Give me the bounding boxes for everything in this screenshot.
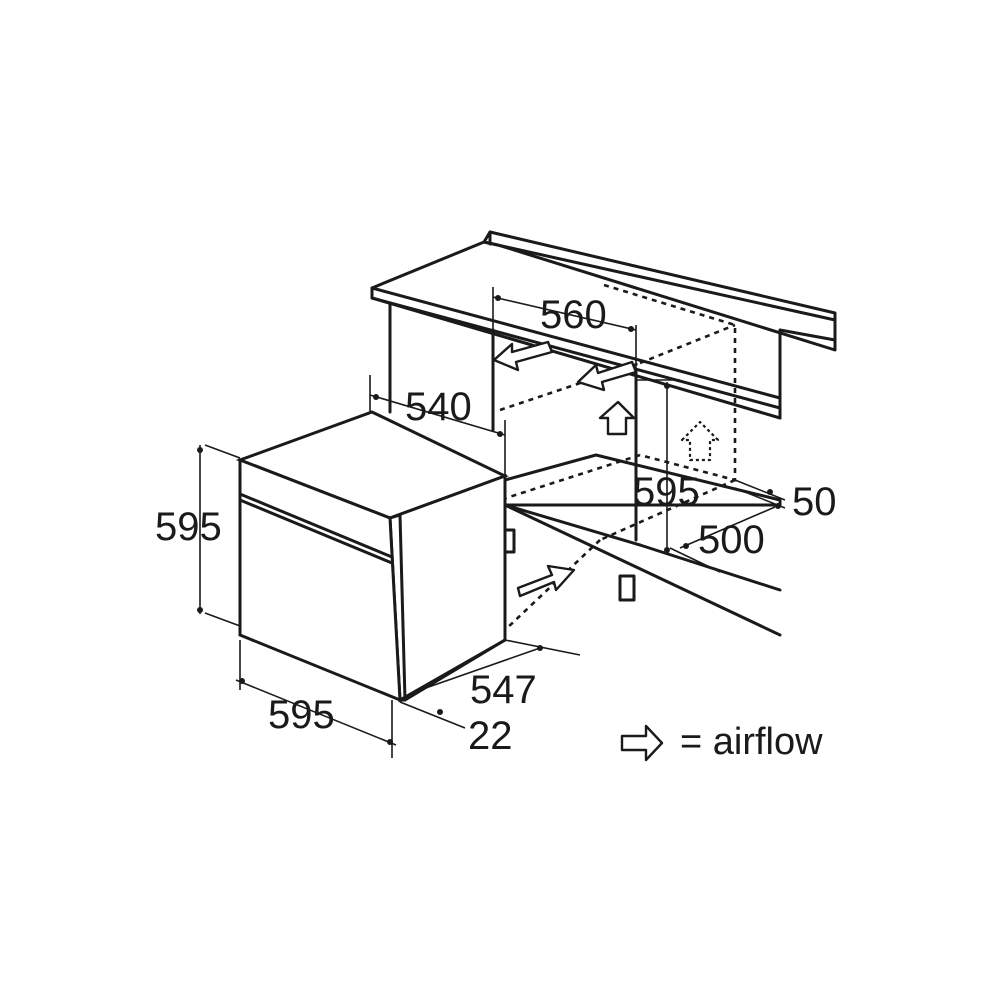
dim-oven-width-label: 595 [268, 693, 335, 737]
dim-cavity-height-label: 595 [633, 470, 700, 514]
dim-door-thickness-label: 22 [468, 714, 513, 758]
dim-gap-label: 50 [792, 480, 837, 524]
oven [235, 410, 509, 703]
airflow-arrows [492, 340, 720, 598]
countertop [370, 230, 837, 420]
dimension-lines [197, 287, 786, 758]
dim-oven-height-label: 595 [155, 505, 222, 549]
dim-cavity-width-label: 560 [540, 293, 607, 337]
cabinet-foot [618, 574, 636, 602]
hollow-arrow-right-icon [620, 724, 664, 762]
legend-airflow-label: = airflow [680, 721, 823, 763]
dim-oven-depth-label: 540 [405, 385, 472, 429]
worktop-slab [370, 240, 837, 420]
airflow-up-arrow-dashed-icon [680, 420, 720, 462]
legend: = airflow [620, 721, 823, 763]
airflow-out-arrow-left-icon [492, 340, 554, 372]
airflow-up-arrow-icon [598, 400, 636, 436]
dim-cavity-depth-label: 500 [698, 518, 765, 562]
airflow-in-arrow-icon [516, 564, 576, 598]
airflow-out-arrow-right-icon [576, 360, 638, 392]
dim-depth-with-door-label: 547 [470, 668, 537, 712]
